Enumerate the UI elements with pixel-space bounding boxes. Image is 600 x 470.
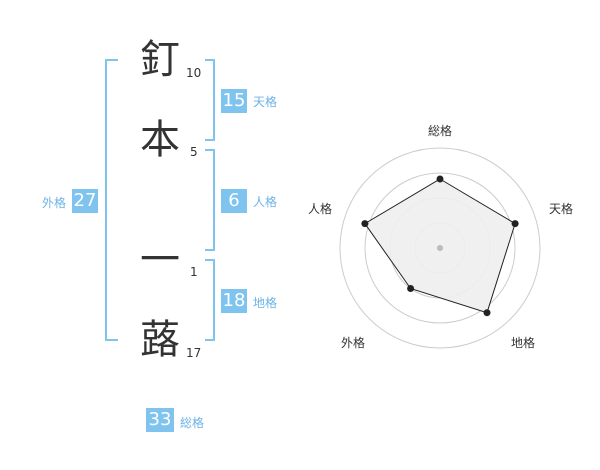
tenkaku-bracket [205, 59, 215, 141]
radar-point-heaven [511, 220, 519, 228]
radar-points [361, 175, 519, 317]
name-char-4: 蕗 [140, 317, 180, 363]
jinkaku-value: 6 [221, 189, 247, 213]
stroke-count-4: 17 [186, 346, 202, 360]
radar-label-person: 人格 [308, 202, 333, 216]
gaikaku-label: 外格 [42, 196, 67, 210]
chikaku-bracket [205, 259, 215, 341]
chikaku-value: 18 [221, 289, 247, 313]
radar-ring [364, 172, 516, 324]
chikaku-label: 地格 [253, 296, 278, 310]
soukaku-label: 総格 [180, 416, 205, 430]
radar-label-earth: 地格 [511, 336, 536, 350]
radar-point-outer [407, 285, 415, 292]
soukaku-value: 33 [146, 408, 174, 432]
jinkaku-label: 人格 [253, 195, 278, 209]
gaikaku-value: 27 [72, 189, 98, 213]
name-char-3: 一 [140, 237, 180, 283]
radar-ring [339, 147, 541, 349]
radar-center [437, 245, 443, 251]
radar-point-earth [483, 309, 491, 317]
stroke-count-3: 1 [190, 265, 198, 279]
stroke-count-2: 5 [190, 145, 198, 159]
name-char-1: 釘 [140, 37, 180, 83]
name-char-2: 本 [140, 117, 180, 163]
radar-label-total: 総格 [428, 124, 453, 138]
jinkaku-bracket [205, 149, 215, 251]
tenkaku-value: 15 [221, 89, 247, 113]
radar-label-heaven: 天格 [549, 202, 574, 216]
stroke-count-1: 10 [186, 66, 202, 80]
tenkaku-label: 天格 [253, 95, 278, 109]
radar-point-person [361, 220, 369, 228]
gaikaku-bracket [105, 59, 118, 341]
radar-label-outer: 外格 [341, 336, 366, 350]
radar-point-total [436, 175, 444, 183]
